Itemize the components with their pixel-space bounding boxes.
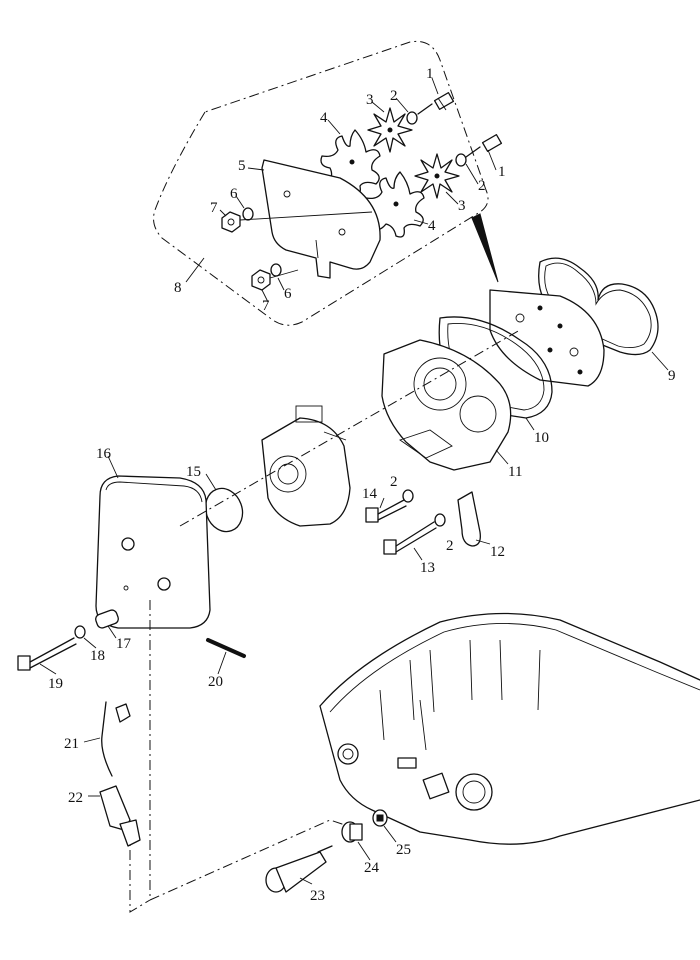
callout-13: 13 — [420, 560, 435, 576]
lower-cowling — [319, 612, 700, 845]
valve-star-part-4-lower — [364, 171, 425, 238]
callout-8: 8 — [174, 280, 182, 296]
pin-part-20 — [206, 638, 246, 658]
bolt-part-13 — [383, 521, 437, 555]
callout-12: 12 — [490, 544, 505, 560]
washer-part-18 — [74, 625, 86, 639]
washer-part-2-mid — [455, 153, 467, 167]
callout-10: 10 — [534, 430, 549, 446]
cover-plate-part-5 — [261, 159, 381, 279]
center-line-lower — [129, 830, 151, 913]
callout-2c: 2 — [390, 474, 398, 490]
bolt-part-14 — [365, 499, 407, 523]
callout-2b: 2 — [478, 178, 486, 194]
callout-2d: 2 — [446, 538, 454, 554]
center-line-main — [179, 329, 521, 527]
link-rod-part-21 — [101, 701, 113, 777]
pump-body-part-11 — [381, 339, 512, 471]
callout-9: 9 — [668, 368, 676, 384]
callout-11: 11 — [508, 464, 522, 480]
choke-knob-part-23 — [265, 845, 333, 893]
callout-20: 20 — [208, 674, 223, 690]
valve-star-part-3-upper — [367, 107, 413, 153]
callout-16: 16 — [96, 446, 112, 462]
silencer-box-part-16 — [95, 475, 211, 629]
callout-1a: 1 — [426, 66, 434, 82]
washer-part-2-upper — [406, 111, 418, 125]
leader-lines — [39, 77, 669, 885]
callout-18: 18 — [90, 648, 105, 664]
lever-part-22 — [99, 785, 141, 847]
bolt-part-19 — [17, 637, 77, 671]
callout-3b: 3 — [458, 198, 466, 214]
callout-4b: 4 — [428, 218, 436, 234]
group-pointer-wedge — [471, 213, 499, 283]
washer-part-6-upper — [242, 207, 254, 221]
callout-22: 22 — [68, 790, 83, 806]
callout-25: 25 — [396, 842, 411, 858]
callout-19: 19 — [48, 676, 63, 692]
callout-6a: 6 — [230, 186, 238, 202]
carburetor — [261, 405, 351, 527]
callout-7a: 7 — [210, 200, 218, 216]
callout-3a: 3 — [366, 92, 374, 108]
collar-part-17 — [95, 609, 119, 629]
screw-part-1-upper — [417, 92, 455, 115]
callout-5: 5 — [238, 158, 246, 174]
washer-part-2-lower-a — [402, 489, 414, 503]
callout-14: 14 — [362, 486, 378, 502]
assembly-group-outline — [153, 40, 489, 326]
callout-4a: 4 — [320, 110, 328, 126]
clip — [115, 703, 131, 723]
valve-plate — [489, 289, 605, 387]
callout-15: 15 — [186, 464, 201, 480]
center-line-silencer — [149, 600, 361, 901]
callout-17: 17 — [116, 636, 132, 652]
callout-23: 23 — [310, 888, 325, 904]
callout-7b: 7 — [262, 298, 270, 314]
nut-part-7-upper — [221, 211, 241, 233]
callout-6b: 6 — [284, 286, 292, 302]
washer-part-6-lower — [270, 263, 282, 277]
callout-2a: 2 — [390, 88, 398, 104]
bracket-part-12 — [457, 491, 481, 547]
callout-21: 21 — [64, 736, 79, 752]
screw-part-1-lower — [465, 134, 503, 158]
nut-part-7-lower — [251, 269, 271, 291]
valve-star-part-3-lower — [414, 153, 460, 199]
callout-24: 24 — [364, 860, 380, 876]
washer-part-2-lower-b — [434, 513, 446, 527]
callout-1b: 1 — [498, 164, 506, 180]
grommet-part-24 — [341, 821, 363, 843]
